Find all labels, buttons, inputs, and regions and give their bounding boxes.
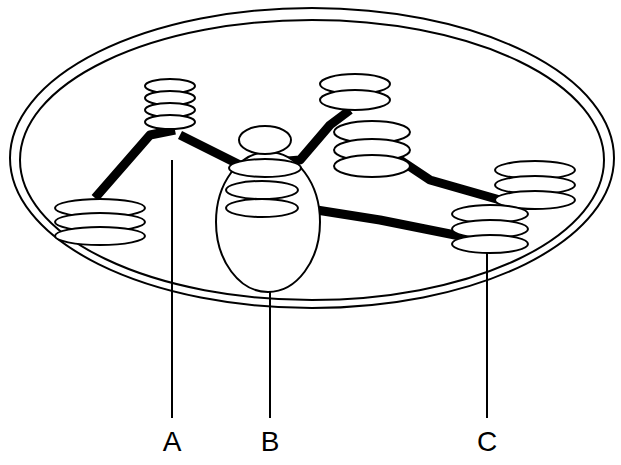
granum xyxy=(55,199,145,245)
granum xyxy=(452,205,528,253)
inner-membrane xyxy=(20,20,604,300)
starch-grain xyxy=(216,152,320,292)
granum xyxy=(495,161,575,209)
granum xyxy=(226,159,301,217)
granum xyxy=(320,74,410,177)
leader-lines xyxy=(172,160,487,418)
part-label: C xyxy=(477,428,497,456)
granum xyxy=(145,79,195,129)
part-label: B xyxy=(261,428,280,456)
part-label: A xyxy=(163,428,182,456)
granum xyxy=(239,126,291,154)
outer-membrane xyxy=(10,8,614,308)
